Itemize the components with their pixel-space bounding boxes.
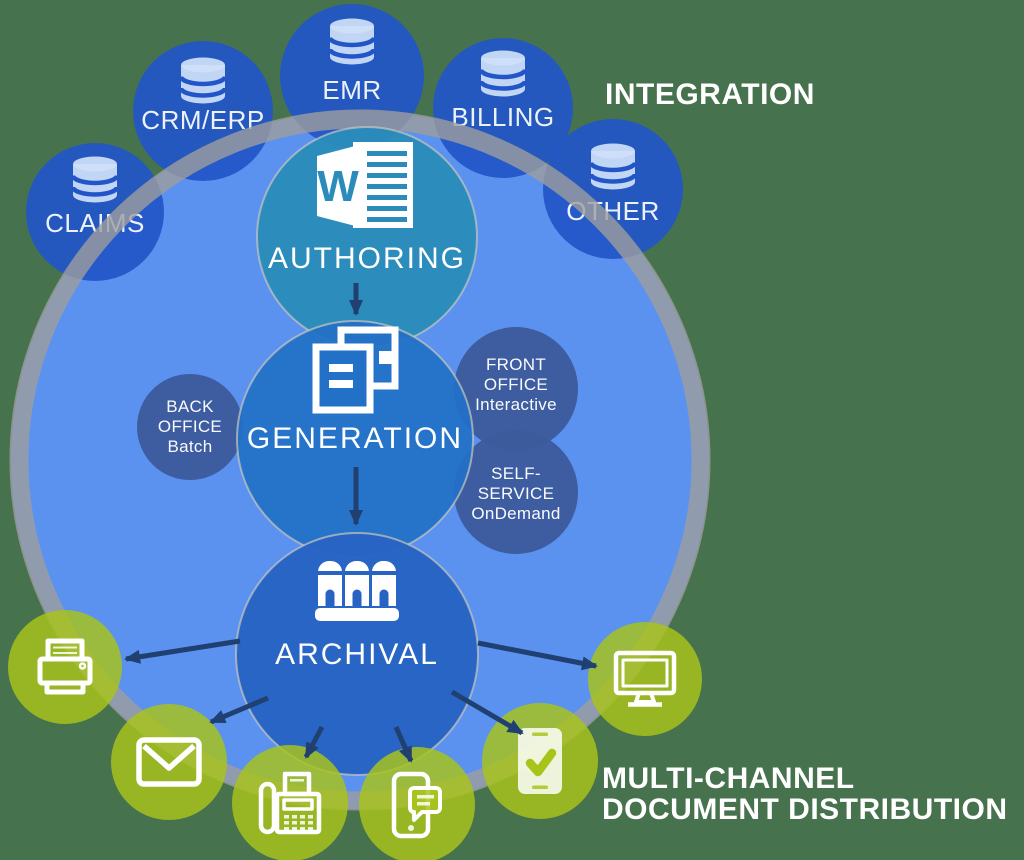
arrow-archival-to-mobile-approval: [450, 689, 524, 736]
mode-label: OFFICE: [484, 375, 548, 394]
word-document-icon: [317, 142, 413, 228]
multichannel-heading-line1: MULTI-CHANNEL: [602, 762, 855, 795]
database-icon: [481, 51, 525, 97]
authoring-stage: AUTHORING: [256, 126, 478, 348]
mode-circle-front-office: FRONT OFFICE Interactive: [454, 327, 578, 451]
multichannel-heading-line2: DOCUMENT DISTRIBUTION: [602, 793, 1007, 826]
archive-shelf-icon: [315, 561, 399, 621]
arrow-archival-to-email: [209, 695, 269, 725]
database-icon: [181, 58, 225, 104]
source-label-emr: EMR: [322, 75, 381, 105]
multichannel-heading: MULTI-CHANNEL DOCUMENT DISTRIBUTION: [602, 762, 1007, 826]
channel-circle-web: [588, 622, 702, 736]
database-icon: [591, 144, 635, 190]
mode-circle-back-office: BACK OFFICE Batch: [137, 374, 243, 480]
generation-stage: GENERATION: [236, 320, 474, 558]
arrow-archival-to-print: [124, 638, 241, 664]
mode-label: SERVICE: [478, 484, 554, 503]
generation-label: GENERATION: [247, 422, 463, 455]
mode-label: OnDemand: [471, 504, 560, 523]
distribution-channels: [8, 610, 702, 860]
mode-circle-self-service: SELF- SERVICE OnDemand: [454, 430, 578, 554]
channel-circle-fax: [232, 745, 348, 860]
mode-label: SELF-: [491, 464, 541, 483]
generation-modes: BACK OFFICE Batch FRONT OFFICE Interacti…: [137, 327, 578, 554]
channel-circle-email: [111, 704, 227, 820]
database-icon: [330, 19, 374, 65]
arrow-archival-to-fax: [303, 725, 325, 759]
mode-label: BACK: [166, 397, 214, 416]
channel-circle-mobile-message: [359, 747, 475, 860]
database-icon: [73, 157, 117, 203]
arrow-archival-to-web: [477, 640, 598, 671]
archival-stage: ARCHIVAL: [235, 532, 479, 776]
arrow-archival-to-mobile-message: [393, 725, 414, 763]
mobile-check-icon: [518, 728, 562, 794]
mode-label: FRONT: [486, 355, 546, 374]
mode-label: Interactive: [475, 395, 557, 414]
integration-heading: INTEGRATION: [605, 78, 815, 111]
flow-arrows: [124, 283, 598, 763]
authoring-label: AUTHORING: [268, 242, 466, 275]
mode-label: OFFICE: [158, 417, 222, 436]
channel-circle-print: [8, 610, 122, 724]
archival-label: ARCHIVAL: [275, 638, 439, 671]
mode-label: Batch: [168, 437, 213, 456]
